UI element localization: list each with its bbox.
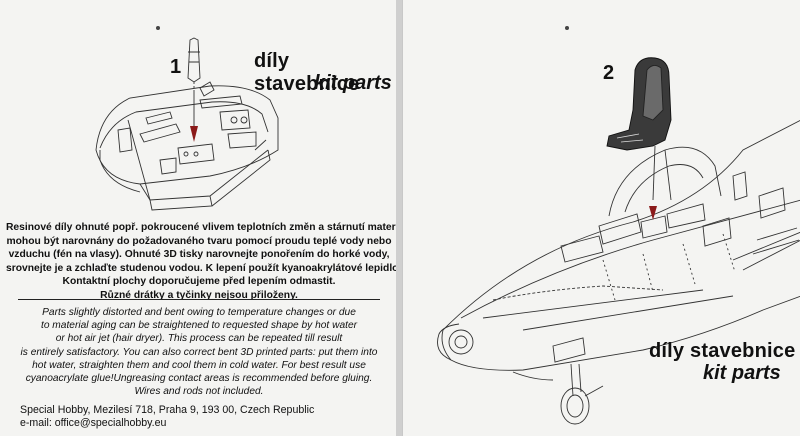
company-address: Special Hobby, Mezilesí 718, Praha 9, 19… [20, 404, 315, 416]
registration-dot [565, 26, 569, 30]
section-divider [18, 299, 380, 300]
cockpit-tub-illustration [95, 37, 279, 211]
title-czech: díly stavebnice [649, 340, 796, 362]
instructions-english-line: or hot air jet (hair dryer). This proces… [55, 333, 343, 345]
instructions-english-line: Parts slightly distorted and bent owing … [42, 307, 356, 318]
instructions-czech-line: vzduchu (fén na vlasy). Ohnuté 3D tisky … [8, 249, 390, 261]
instructions-czech-line: srovnejte je a zchlaďte studenou vodou. … [6, 262, 397, 274]
instructions-english-line: cyanoacrylate glue!Ungreasing contact ar… [25, 373, 373, 385]
step-number-2: 2 [603, 62, 615, 84]
instructions-czech: Resinové díly ohnuté popř. pokroucené vl… [6, 221, 397, 303]
company-footer: Special Hobby, Mezilesí 718, Praha 9, 19… [20, 404, 314, 430]
placement-arrow [190, 126, 198, 142]
instructions-english-line: to material aging can be straightened to… [40, 320, 358, 332]
instructions-english-line: Wires and rods not included. [134, 386, 264, 398]
title-english: kit parts [703, 362, 781, 384]
page-gutter [396, 0, 402, 436]
company-email: e-mail: office@specialhobby.eu [20, 417, 167, 429]
placement-arrow [649, 206, 657, 220]
instructions-english-line: hot water, straighten them and cool them… [32, 359, 366, 371]
left-page: 1 díly stavebnice kit parts [0, 0, 397, 436]
registration-dot [156, 26, 160, 30]
instructions-czech-line: mohou být narovnány do požadovaného tvar… [6, 235, 392, 247]
instructions-czech-line: Kontaktní plochy doporučujeme před lepen… [62, 276, 336, 288]
fuselage-seat-illustration [437, 57, 800, 425]
instructions-czech-line: Různé drátky a tyčinky nejsou přiloženy. [100, 289, 298, 301]
instructions-english: Parts slightly distorted and bent owing … [6, 306, 392, 398]
title-english: kit parts [314, 72, 392, 94]
title-czech: díly stavebnice [254, 50, 360, 95]
right-page: 2 [402, 0, 800, 436]
instructions-english-line: is entirely satisfactory. You can also c… [20, 346, 378, 358]
instructions-czech-line: Resinové díly ohnuté popř. pokroucené vl… [6, 222, 397, 233]
step-number-1: 1 [170, 56, 182, 78]
